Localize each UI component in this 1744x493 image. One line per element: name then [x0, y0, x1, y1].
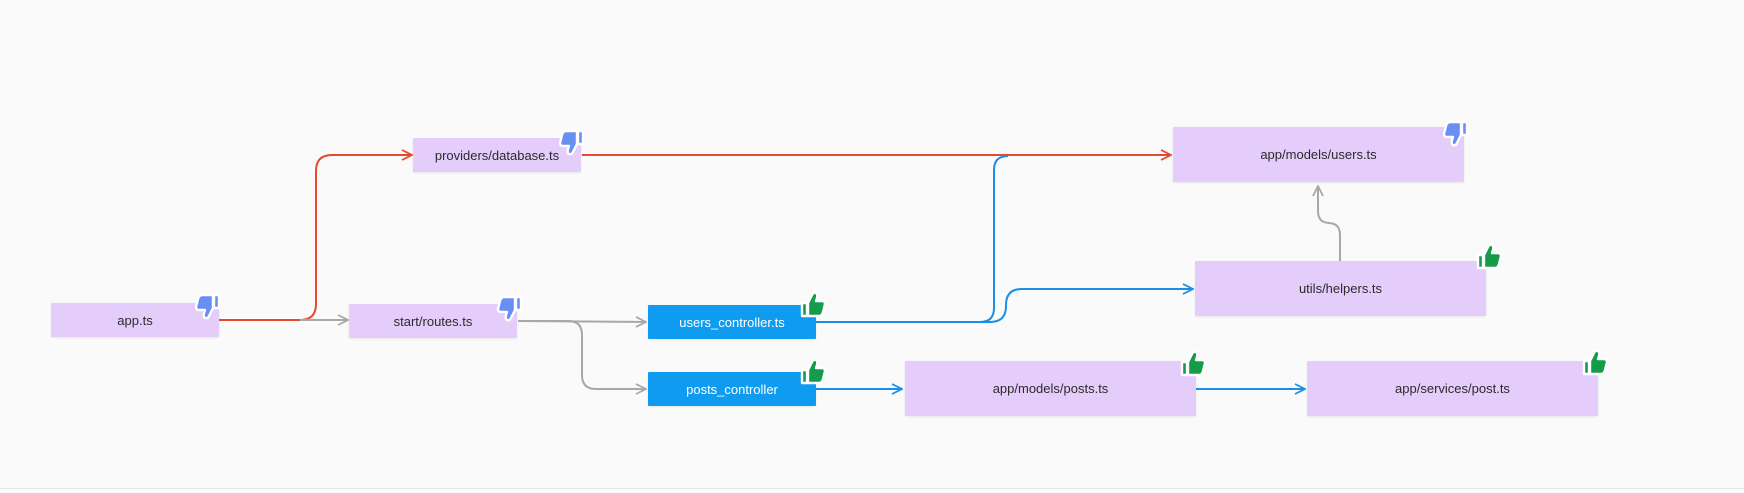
edge-routes-to-posts-controller [518, 320, 646, 389]
node-start-routes-label: start/routes.ts [393, 313, 473, 329]
thumbs-up-icon[interactable] [798, 290, 828, 320]
node-app[interactable]: app.ts [51, 303, 219, 337]
thumbs-down-icon[interactable] [557, 127, 587, 157]
node-users-controller[interactable]: users_controller.ts [648, 305, 816, 339]
edge-users-controller-to-users-model [816, 155, 1009, 323]
node-post-service[interactable]: app/services/post.ts [1307, 361, 1598, 416]
node-users-model[interactable]: app/models/users.ts [1173, 127, 1464, 182]
thumbs-down-icon[interactable] [1441, 118, 1471, 148]
node-users-model-label: app/models/users.ts [1260, 147, 1377, 162]
node-posts-controller-label: posts_controller [686, 381, 778, 397]
node-providers-database[interactable]: providers/database.ts [413, 138, 581, 172]
node-start-routes[interactable]: start/routes.ts [349, 304, 517, 338]
node-users-controller-label: users_controller.ts [679, 314, 785, 330]
thumbs-up-icon[interactable] [1474, 242, 1504, 272]
thumbs-up-icon[interactable] [798, 357, 828, 387]
node-utils-helpers-label: utils/helpers.ts [1298, 281, 1383, 296]
edge-users-controller-to-helpers [816, 289, 1193, 323]
thumbs-up-icon[interactable] [1580, 348, 1610, 378]
thumbs-up-icon[interactable] [1178, 349, 1208, 379]
node-posts-controller[interactable]: posts_controller [648, 372, 816, 406]
node-app-label: app.ts [117, 312, 153, 328]
node-posts-model-label: app/models/posts.ts [992, 381, 1109, 396]
edge-app-to-database [218, 155, 412, 321]
node-posts-model[interactable]: app/models/posts.ts [905, 361, 1196, 416]
node-providers-database-label: providers/database.ts [434, 147, 560, 163]
thumbs-down-icon[interactable] [193, 291, 223, 321]
thumbs-down-icon[interactable] [495, 293, 525, 323]
node-post-service-label: app/services/post.ts [1395, 381, 1510, 396]
edge-helpers-to-users-model [1318, 186, 1341, 261]
node-utils-helpers[interactable]: utils/helpers.ts [1195, 261, 1486, 316]
canvas-bottom-divider [0, 488, 1744, 489]
